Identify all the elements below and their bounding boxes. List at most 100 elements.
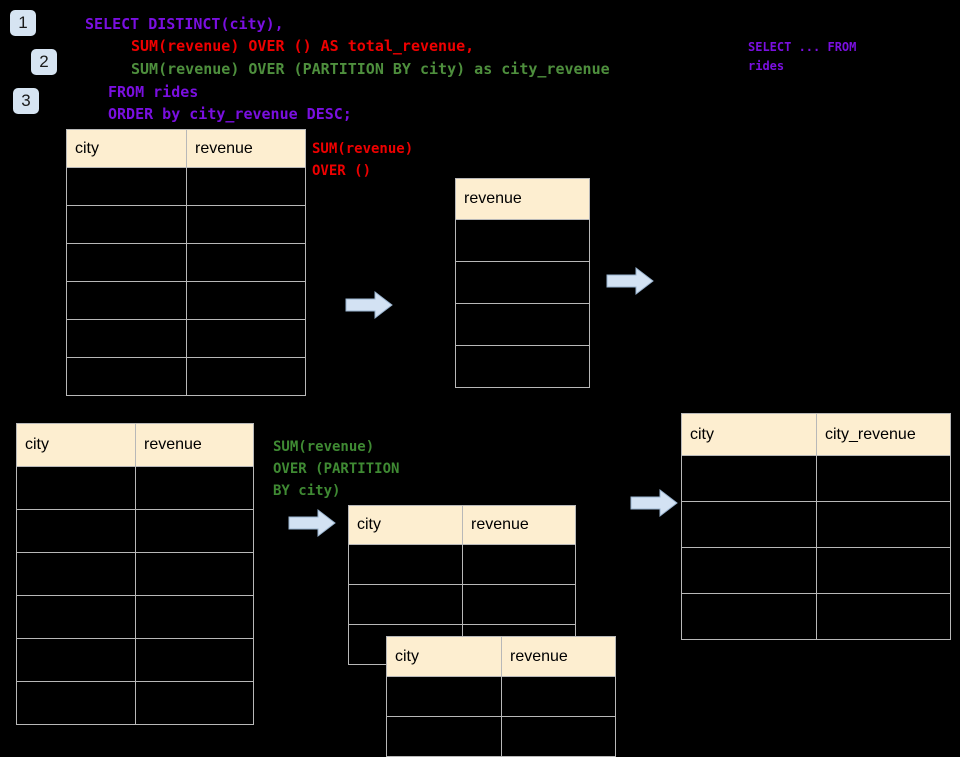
sql-line-2: SUM(revenue) OVER () AS total_revenue, (131, 37, 475, 55)
table-cell (16, 552, 136, 596)
table-cell (186, 357, 306, 396)
table-cell (66, 319, 187, 358)
table-row (66, 167, 306, 206)
table-cell (386, 676, 502, 717)
table-row (66, 205, 306, 244)
arrow-total-to-result-icon (606, 266, 654, 296)
table-cell (16, 509, 136, 553)
table-cell (462, 544, 576, 585)
sql-line-1: SELECT DISTINCT(city), (85, 15, 284, 33)
column-header: revenue (455, 178, 590, 220)
table-cell (501, 676, 616, 717)
table-row (16, 466, 254, 510)
table-cell (501, 716, 616, 757)
column-header: city (16, 423, 136, 467)
table-cell (816, 501, 951, 548)
sql-line-4: FROM rides (108, 83, 199, 101)
table-row (348, 544, 576, 585)
table-cell (348, 584, 463, 625)
sql-line-5: ORDER by city_revenue DESC; (108, 105, 352, 123)
table-cell (135, 509, 254, 553)
table-row (16, 595, 254, 639)
table-cell (348, 544, 463, 585)
table-cell (66, 243, 187, 282)
column-header: revenue (462, 505, 576, 545)
table-cell (186, 319, 306, 358)
table-row (681, 501, 951, 548)
annotation-line: OVER (PARTITION (273, 461, 400, 477)
table-cell (386, 716, 502, 757)
table-row (66, 357, 306, 396)
table-row (66, 243, 306, 282)
annotation-line: OVER () (312, 163, 372, 179)
annotation-sum-over-empty: SUM(revenue) OVER () (312, 138, 413, 182)
table-cell (681, 547, 817, 594)
sql-line-3: SUM(revenue) OVER (PARTITION BY city) as… (131, 60, 610, 78)
column-header: city (66, 129, 187, 168)
table-cell (16, 638, 136, 682)
table-row (386, 716, 616, 757)
table-row (16, 552, 254, 596)
table-row (16, 681, 254, 725)
table-cell (135, 552, 254, 596)
sql-side-note-line1: SELECT ... FROM (748, 40, 857, 54)
table-cell (681, 455, 817, 502)
table-cell (681, 501, 817, 548)
table-row (16, 509, 254, 553)
sql-side-note-line2: rides (748, 59, 785, 73)
table-cell (816, 547, 951, 594)
table-row (348, 584, 576, 625)
table-cell (186, 205, 306, 244)
table-cell (455, 261, 590, 304)
table-cell (186, 281, 306, 320)
table-row (455, 219, 590, 262)
table-cell (16, 595, 136, 639)
table-row (681, 455, 951, 502)
table-cell (135, 466, 254, 510)
total-revenue-table: revenue (455, 178, 590, 388)
table-cell (66, 205, 187, 244)
table-cell (681, 593, 817, 640)
table-cell (455, 303, 590, 346)
step-badge-3: 3 (13, 88, 39, 114)
table-row (455, 345, 590, 388)
arrow-source-to-total-icon (345, 290, 393, 320)
step-badge-1: 1 (10, 10, 36, 36)
table-cell (135, 681, 254, 725)
annotation-sum-over-partition: SUM(revenue) OVER (PARTITION BY city) (273, 436, 399, 502)
table-row (16, 638, 254, 682)
annotation-line: SUM(revenue) (312, 141, 414, 157)
arrow-partition-to-result-icon (630, 488, 678, 518)
column-header: city_revenue (816, 413, 951, 456)
table-cell (455, 345, 590, 388)
table-cell (462, 584, 576, 625)
table-row (455, 303, 590, 346)
table-row (386, 676, 616, 717)
table-cell (66, 357, 187, 396)
column-header: revenue (501, 636, 616, 677)
column-header: revenue (186, 129, 306, 168)
table-cell (186, 243, 306, 282)
annotation-line: SUM(revenue) (273, 439, 375, 455)
table-row (66, 319, 306, 358)
annotation-line: BY city) (273, 483, 341, 499)
column-header: city (348, 505, 463, 545)
table-cell (66, 281, 187, 320)
column-header: city (681, 413, 817, 456)
table-row (681, 593, 951, 640)
table-cell (816, 455, 951, 502)
sql-side-note: SELECT ... FROM rides (748, 38, 856, 76)
table-cell (66, 167, 187, 206)
table-header-row: revenue (455, 178, 590, 220)
column-header: revenue (135, 423, 254, 467)
table-row (681, 547, 951, 594)
